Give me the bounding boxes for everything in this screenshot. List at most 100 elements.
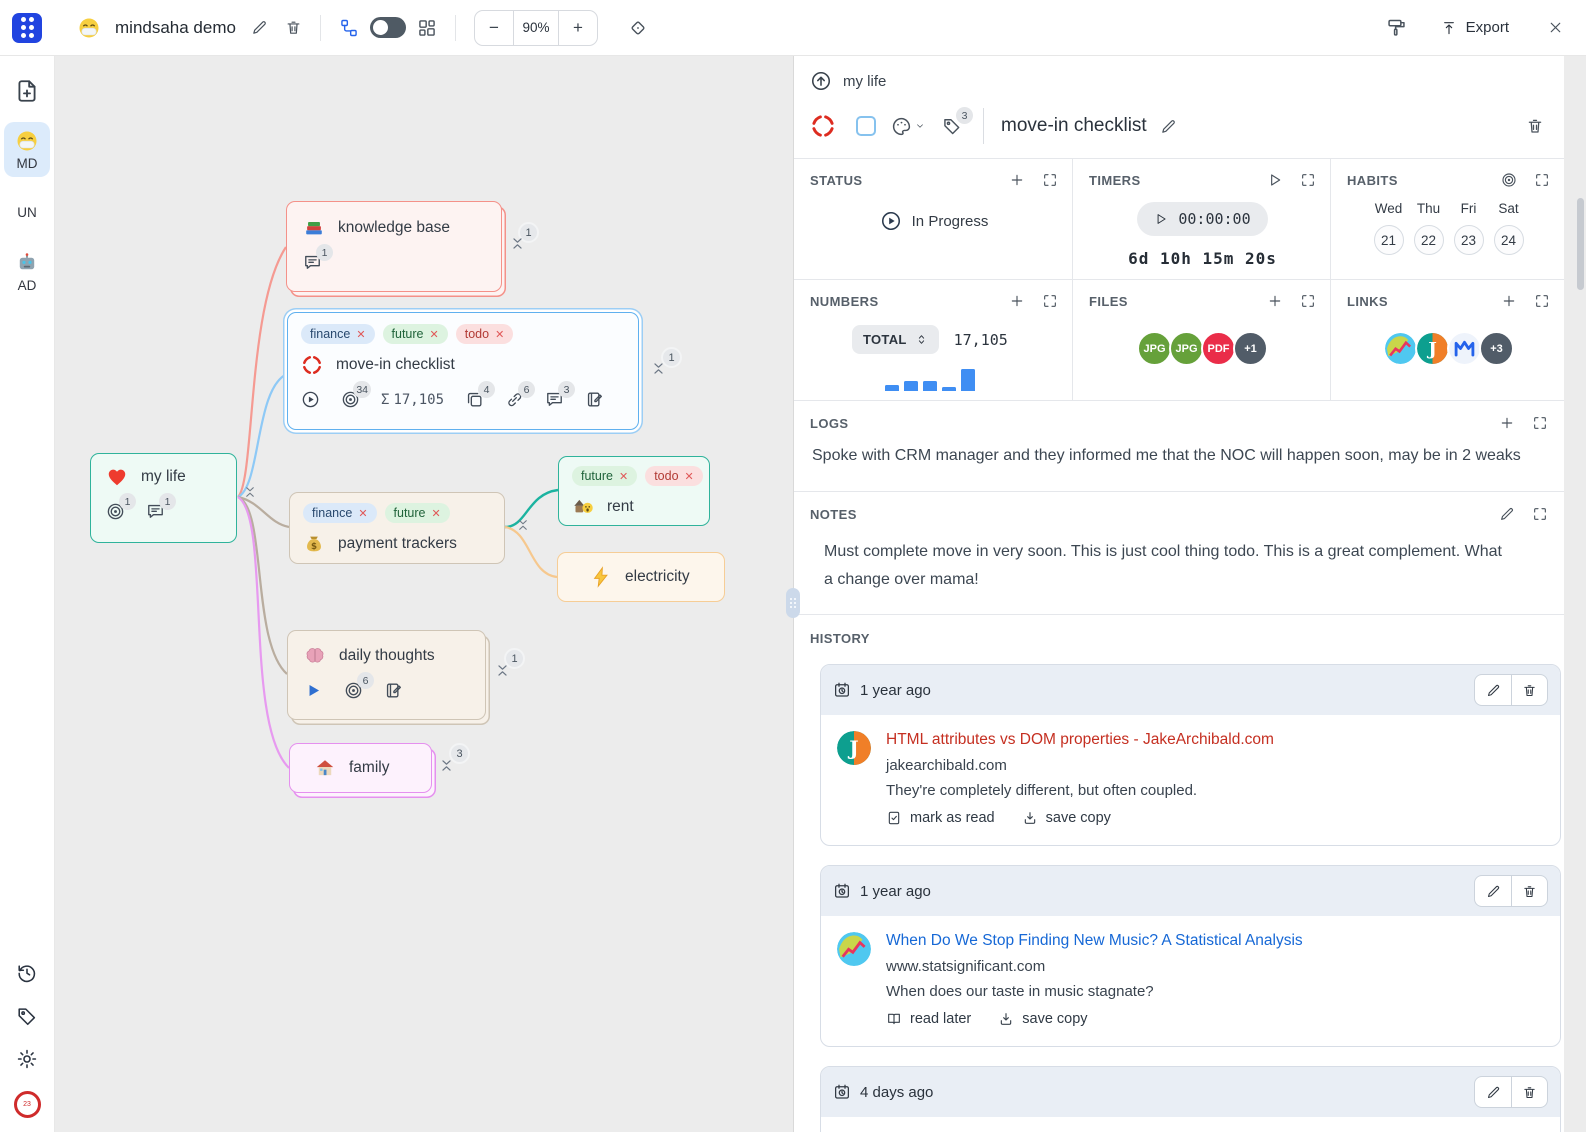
file-badge-JPG[interactable]: JPG bbox=[1169, 331, 1204, 366]
link-icon[interactable]: 6 bbox=[505, 381, 536, 409]
edit-title-icon[interactable] bbox=[1160, 118, 1177, 135]
node-emoji-icon[interactable] bbox=[810, 113, 836, 139]
remove-tag-icon[interactable]: ✕ bbox=[358, 507, 368, 520]
tag-future[interactable]: future✕ bbox=[384, 503, 450, 523]
paint-roller-icon[interactable] bbox=[1386, 17, 1407, 38]
remove-tag-icon[interactable]: ✕ bbox=[431, 507, 441, 520]
file-badge-PDF[interactable]: PDF bbox=[1201, 331, 1236, 366]
mindmap-node-payment-trackers[interactable]: finance✕future✕$payment trackers bbox=[289, 492, 505, 564]
numbers-mode-select[interactable]: TOTAL bbox=[852, 325, 939, 354]
breadcrumb-label[interactable]: my life bbox=[843, 72, 887, 90]
expand-files-icon[interactable] bbox=[1300, 293, 1316, 309]
node-checkbox[interactable] bbox=[856, 116, 876, 136]
mindmap-node-family[interactable]: family bbox=[289, 743, 432, 793]
settings-gear-icon[interactable] bbox=[16, 1048, 38, 1070]
expand-notes-icon[interactable] bbox=[1532, 506, 1548, 522]
habit-target-icon[interactable] bbox=[1501, 172, 1517, 188]
center-map-icon[interactable] bbox=[628, 18, 648, 38]
history-icon[interactable] bbox=[16, 962, 38, 984]
log-entry[interactable]: Spoke with CRM manager and they informed… bbox=[812, 447, 1521, 464]
delete-history-button[interactable] bbox=[1511, 675, 1547, 705]
file-badge-more1[interactable]: +1 bbox=[1233, 331, 1268, 366]
remove-tag-icon[interactable]: ✕ bbox=[684, 470, 694, 483]
history-link-title[interactable]: When Do We Stop Finding New Music? A Sta… bbox=[886, 932, 1303, 949]
add-log-icon[interactable] bbox=[1499, 415, 1515, 431]
target-icon[interactable]: 1 bbox=[106, 493, 136, 521]
note-icon[interactable] bbox=[585, 390, 604, 409]
collapse-node-icon[interactable] bbox=[652, 362, 665, 375]
comment-icon[interactable]: 1 bbox=[146, 493, 176, 521]
add-link-icon[interactable] bbox=[1501, 293, 1517, 309]
collapse-node-icon[interactable] bbox=[511, 237, 524, 250]
tag-future[interactable]: future✕ bbox=[572, 466, 638, 486]
play-small-icon[interactable] bbox=[304, 681, 323, 700]
remove-tag-icon[interactable]: ✕ bbox=[429, 328, 439, 341]
layout-switch[interactable] bbox=[369, 17, 406, 38]
sidebar-item-un[interactable]: UN bbox=[4, 195, 50, 226]
file-badge-JPG[interactable]: JPG bbox=[1137, 331, 1172, 366]
rename-map-icon[interactable] bbox=[251, 19, 268, 36]
edit-history-button[interactable] bbox=[1475, 1077, 1511, 1107]
panel-resize-handle[interactable] bbox=[786, 588, 800, 618]
save-copy-button[interactable]: save copy bbox=[1022, 810, 1111, 826]
pomodoro-ring[interactable]: 23 bbox=[13, 1091, 41, 1118]
close-icon[interactable] bbox=[1547, 19, 1564, 36]
up-to-parent-icon[interactable] bbox=[810, 70, 832, 92]
habit-date-circle[interactable]: 23 bbox=[1453, 225, 1484, 255]
tag-todo[interactable]: todo✕ bbox=[645, 466, 703, 486]
link-badge-more[interactable]: +3 bbox=[1479, 331, 1514, 366]
remove-tag-icon[interactable]: ✕ bbox=[495, 328, 505, 341]
delete-history-button[interactable] bbox=[1511, 1077, 1547, 1107]
expand-numbers-icon[interactable] bbox=[1042, 293, 1058, 309]
export-button[interactable]: Export bbox=[1441, 19, 1509, 36]
habit-date-circle[interactable]: 21 bbox=[1373, 225, 1404, 255]
delete-map-icon[interactable] bbox=[285, 19, 302, 36]
grid-layout-icon[interactable] bbox=[417, 18, 437, 38]
tree-layout-icon[interactable] bbox=[339, 18, 359, 38]
delete-history-button[interactable] bbox=[1511, 876, 1547, 906]
expand-status-icon[interactable] bbox=[1042, 172, 1058, 188]
edit-history-button[interactable] bbox=[1475, 675, 1511, 705]
link-favicon-statsignificant[interactable] bbox=[1383, 331, 1418, 366]
zoom-out-button[interactable]: − bbox=[489, 17, 499, 37]
add-number-icon[interactable] bbox=[1009, 293, 1025, 309]
color-palette-button[interactable] bbox=[891, 116, 925, 137]
link-favicon-mindsaha-m[interactable] bbox=[1447, 331, 1482, 366]
save-copy-button[interactable]: save copy bbox=[998, 1011, 1088, 1027]
collapse-node-icon[interactable] bbox=[496, 664, 509, 677]
expand-logs-icon[interactable] bbox=[1532, 415, 1548, 431]
sidebar-item-ad[interactable]: AD bbox=[4, 244, 50, 299]
expand-habits-icon[interactable] bbox=[1534, 172, 1550, 188]
expand-timers-icon[interactable] bbox=[1300, 172, 1316, 188]
status-value[interactable]: In Progress bbox=[911, 212, 989, 230]
notes-text[interactable]: Must complete move in very soon. This is… bbox=[824, 543, 1502, 588]
target-icon[interactable]: 6 bbox=[344, 672, 374, 700]
tags-icon[interactable] bbox=[16, 1005, 38, 1027]
copy-icon[interactable]: 4 bbox=[465, 381, 496, 409]
tag-finance[interactable]: finance✕ bbox=[301, 324, 375, 344]
comment-icon[interactable]: 3 bbox=[545, 381, 576, 409]
edit-notes-icon[interactable] bbox=[1499, 506, 1515, 522]
remove-tag-icon[interactable]: ✕ bbox=[356, 328, 366, 341]
read-later-button[interactable]: read later bbox=[886, 1011, 971, 1027]
history-link-title[interactable]: HTML attributes vs DOM properties - Jake… bbox=[886, 731, 1274, 748]
mark-as-read-button[interactable]: mark as read bbox=[886, 810, 995, 826]
link-favicon-jakearchibald[interactable]: J bbox=[1415, 331, 1450, 366]
zoom-in-button[interactable]: + bbox=[573, 17, 583, 37]
habit-date-circle[interactable]: 22 bbox=[1413, 225, 1444, 255]
comment-icon[interactable]: 1 bbox=[303, 244, 333, 272]
add-status-icon[interactable] bbox=[1009, 172, 1025, 188]
add-file-icon[interactable] bbox=[1267, 293, 1283, 309]
note-icon[interactable] bbox=[384, 681, 403, 700]
mindmap-node-rent[interactable]: future✕todo✕rent bbox=[558, 456, 710, 526]
sidebar-item-md[interactable]: MD bbox=[4, 122, 50, 177]
timer-pill[interactable]: 00:00:00 bbox=[1137, 202, 1268, 236]
tag-future[interactable]: future✕ bbox=[382, 324, 448, 344]
expand-links-icon[interactable] bbox=[1534, 293, 1550, 309]
tag-finance[interactable]: finance✕ bbox=[303, 503, 377, 523]
